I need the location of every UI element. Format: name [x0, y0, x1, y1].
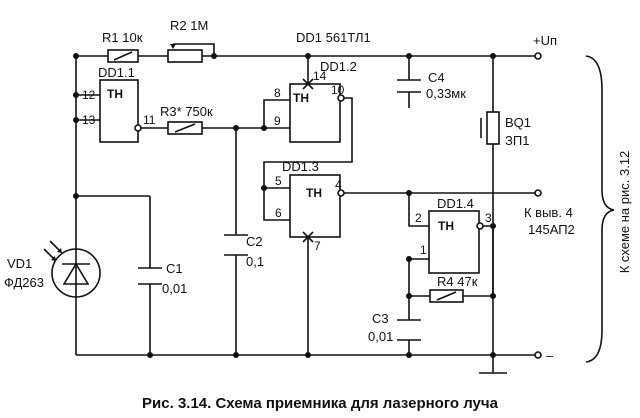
- resistor-r4: [429, 289, 464, 303]
- resistor-r2: [167, 44, 203, 63]
- pin-4: 4: [335, 178, 342, 192]
- pin-12: 12: [82, 88, 96, 102]
- c2-value: 0,1: [246, 254, 264, 269]
- vplus-terminal: [534, 52, 542, 60]
- buzzer-bq1: [480, 111, 500, 145]
- pin-9: 9: [274, 114, 281, 128]
- dd1-2-type: ТН: [293, 91, 309, 105]
- junctions: [73, 53, 496, 358]
- dd1-1-label: DD1.1: [98, 65, 135, 80]
- dd1-3-label: DD1.3: [282, 159, 319, 174]
- chip-dd1-2: ТН: [289, 78, 345, 143]
- dd1-main-label: DD1 561ТЛ1: [296, 30, 371, 45]
- output-label-line2: 145АП2: [528, 222, 575, 237]
- minus-terminal: [534, 351, 542, 359]
- c3-value: 0,01: [368, 329, 393, 344]
- output-label-line1: К выв. 4: [524, 205, 573, 220]
- dd1-4-label: DD1.4: [437, 196, 474, 211]
- r2-label: R2 1М: [170, 18, 208, 33]
- bq1-type: ЗП1: [505, 133, 529, 148]
- resistor-r1: [107, 49, 139, 63]
- dd1-4-type: ТН: [438, 219, 454, 233]
- pin-7: 7: [314, 239, 321, 253]
- side-note: К схеме на рис. 3.12: [617, 151, 632, 274]
- capacitor-c4: [397, 79, 421, 93]
- pin-5: 5: [275, 174, 282, 188]
- c1-name: C1: [166, 261, 183, 276]
- output-terminal: [534, 189, 542, 197]
- vd1-name: VD1: [7, 256, 32, 271]
- figure-caption: Рис. 3.14. Схема приемника для лазерного…: [142, 395, 499, 412]
- dd1-3-type: ТН: [306, 186, 322, 200]
- pin-10: 10: [331, 83, 345, 97]
- pin-13: 13: [82, 113, 96, 127]
- pin-14: 14: [313, 69, 327, 83]
- c4-value: 0,33мк: [426, 86, 466, 101]
- dd1-1-type: ТН: [107, 87, 123, 101]
- pin-11: 11: [143, 113, 156, 127]
- pin-3: 3: [485, 211, 492, 225]
- bq1-name: BQ1: [505, 115, 531, 130]
- c2-name: C2: [246, 234, 263, 249]
- vd1-type: ФД263: [4, 275, 44, 290]
- capacitor-c2: [224, 234, 248, 256]
- resistor-r3: [167, 121, 203, 135]
- r1-label: R1 10к: [102, 30, 143, 45]
- dd1-2-label: DD1.2: [320, 59, 357, 74]
- r4-label: R4 47к: [437, 274, 478, 289]
- right-brace: [585, 55, 615, 363]
- c1-value: 0,01: [162, 281, 187, 296]
- vplus-label: +Uп: [533, 33, 557, 48]
- pin-8: 8: [274, 86, 281, 100]
- pin-2: 2: [415, 211, 422, 225]
- c3-name: C3: [372, 311, 389, 326]
- capacitor-c3: [397, 319, 421, 341]
- photodiode-vd1: [43, 240, 101, 298]
- capacitor-c1: [138, 267, 162, 285]
- chip-dd1-3: ТН: [289, 174, 345, 243]
- minus-label: –: [546, 348, 554, 363]
- c4-name: C4: [428, 70, 445, 85]
- terminals: [534, 52, 542, 359]
- chip-dd1-4: ТН: [428, 210, 484, 274]
- pin-1: 1: [420, 243, 427, 257]
- chip-dd1-1: ТН: [99, 79, 142, 143]
- pin-6: 6: [275, 206, 282, 220]
- r3-label: R3* 750к: [160, 104, 213, 119]
